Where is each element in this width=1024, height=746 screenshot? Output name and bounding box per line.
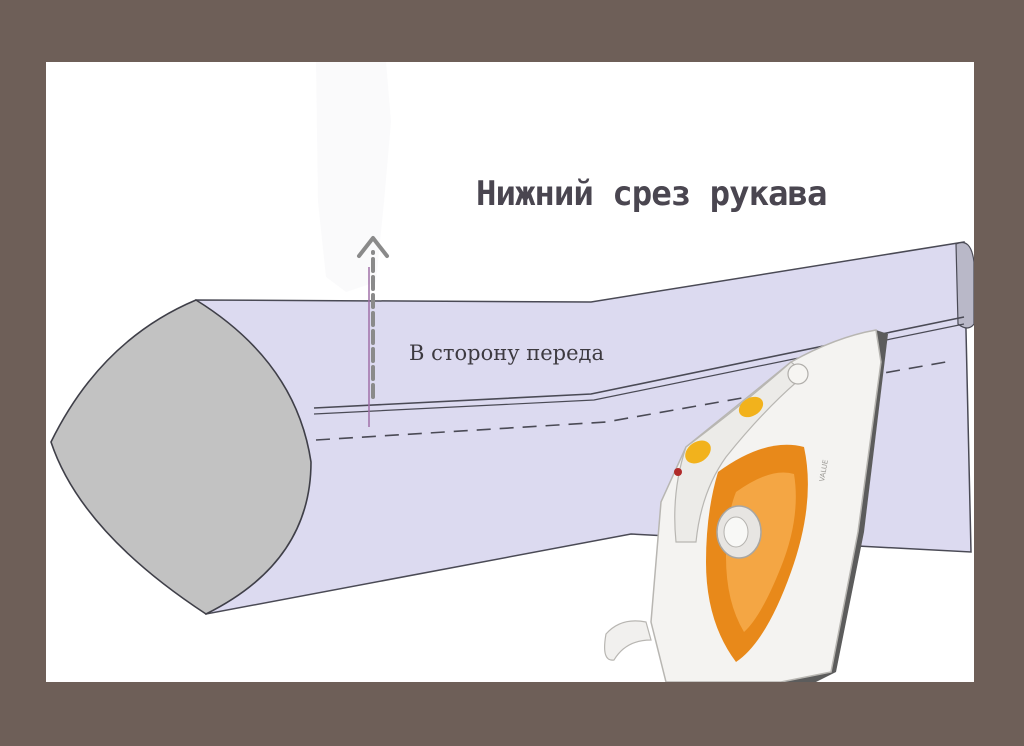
svg-text:VALUE: VALUE [818, 459, 830, 482]
direction-label: В сторону переда [409, 341, 604, 365]
steam-iron-icon: VALUE [604, 329, 888, 682]
sleeve-far-end [955, 241, 974, 329]
diagram-canvas: VALUE Нижний срез рукава В сторону перед… [46, 62, 974, 682]
diagram-title: Нижний срез рукава [476, 174, 827, 214]
faded-background-shape [316, 62, 391, 292]
sleeve-opening [50, 299, 312, 615]
sleeve-diagram: VALUE [50, 62, 974, 682]
arrow-up-icon [357, 236, 389, 399]
stitch-line [315, 361, 947, 441]
